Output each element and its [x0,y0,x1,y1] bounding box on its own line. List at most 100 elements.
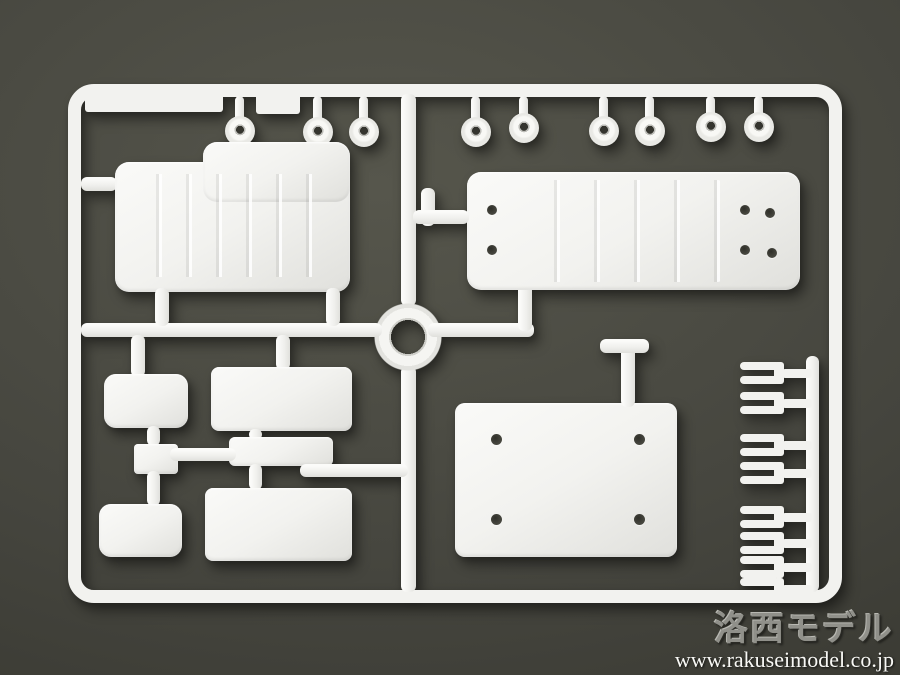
label-plate [85,91,223,112]
center-alignment-ring [374,303,442,371]
base-plate-hole [634,434,645,445]
grommet-stem [235,96,244,122]
plate-stem [249,464,262,490]
chassis-panel-hole [487,205,497,215]
clip-stem [782,469,812,478]
plate-stem [276,335,290,370]
fork-clip-part [738,392,812,414]
roof-panel-stem [326,288,340,326]
chassis-panel-ribs [520,180,725,282]
base-plate-hole [491,434,502,445]
clip-prong [740,556,780,564]
chassis-panel-hole [740,205,750,215]
clip-stem [782,513,812,522]
fork-clip-part [738,578,812,600]
clip-junction [774,532,784,554]
clip-prong [740,362,780,370]
clip-prong [740,532,780,540]
flat-plate-large-bottom [205,488,352,561]
plate-stem [131,335,145,377]
clip-junction [774,362,784,384]
chassis-panel-left-stub [413,210,469,224]
main-runner-vertical-bottom [401,366,416,592]
grommet-part [696,112,726,142]
grommet-stem [645,96,654,122]
clip-prong [740,434,780,442]
clip-prong [740,448,780,456]
fork-clip-part [738,362,812,384]
cross-runner [170,448,236,461]
grommet-part [635,116,665,146]
grommet-stem [706,96,715,118]
grommet-part [225,116,255,146]
grommet-stem [519,96,528,120]
watermark-brand: 洛西モデル [714,609,894,650]
watermark: 洛西モデル www.rakuseimodel.co.jp [675,612,894,671]
roof-panel-stem [155,288,169,326]
clip-prong [740,462,780,470]
flat-plate-small-top [104,374,188,428]
clip-stem [782,399,812,408]
grommet-part [744,112,774,142]
thin-bar-part [229,437,333,466]
main-runner-vertical-top [401,94,416,306]
grommet-part [509,113,539,143]
clip-stem [782,585,812,594]
left-frame-stub [81,177,117,191]
grommet-stem [754,96,763,118]
clip-runner-vertical [806,356,819,592]
clip-junction [774,392,784,414]
fork-clip-part [738,462,812,484]
flat-plate-large-top [211,367,352,431]
clip-prong [740,570,780,578]
right-runner-horizontal [428,323,534,337]
grommet-stem [599,96,608,122]
right-panel-bottom-stem [518,284,532,331]
fork-clip-part [738,556,812,578]
plate-stem [147,426,160,446]
clip-stem [782,539,812,548]
clip-junction [774,434,784,456]
grommet-part [349,117,379,147]
fork-clip-part [738,506,812,528]
clip-stem [782,369,812,378]
base-plate-part [455,403,677,557]
base-plate-hole [634,514,645,525]
chassis-panel-hole [765,208,775,218]
left-runner-horizontal [81,323,382,337]
fork-clip-part [738,434,812,456]
cross-runner-to-main [300,464,408,477]
roof-panel-ribs [132,174,335,277]
plate-stem [249,429,262,440]
grommet-part [589,116,619,146]
grommet-stem [313,96,322,122]
chassis-panel-hole [767,248,777,258]
flat-plate-small-bottom [99,504,182,557]
clip-junction [774,578,784,600]
watermark-url: www.rakuseimodel.co.jp [674,646,894,672]
base-plate-stem-cap [600,339,649,353]
clip-prong [740,476,780,484]
clip-prong [740,578,780,586]
grommet-part [461,117,491,147]
base-plate-stem [621,345,635,407]
clip-prong [740,506,780,514]
frame-tab [256,91,300,114]
clip-prong [740,406,780,414]
chassis-panel-hole [740,245,750,255]
plate-stem [147,471,160,506]
clip-junction [774,506,784,528]
clip-stem [782,441,812,450]
clip-prong [740,546,780,554]
clip-prong [740,376,780,384]
clip-prong [740,392,780,400]
clip-junction [774,556,784,578]
clip-stem [782,563,812,572]
clip-prong [740,592,780,600]
grommet-stem [471,96,480,122]
grommet-stem [359,96,368,122]
base-plate-hole [491,514,502,525]
clip-junction [774,462,784,484]
